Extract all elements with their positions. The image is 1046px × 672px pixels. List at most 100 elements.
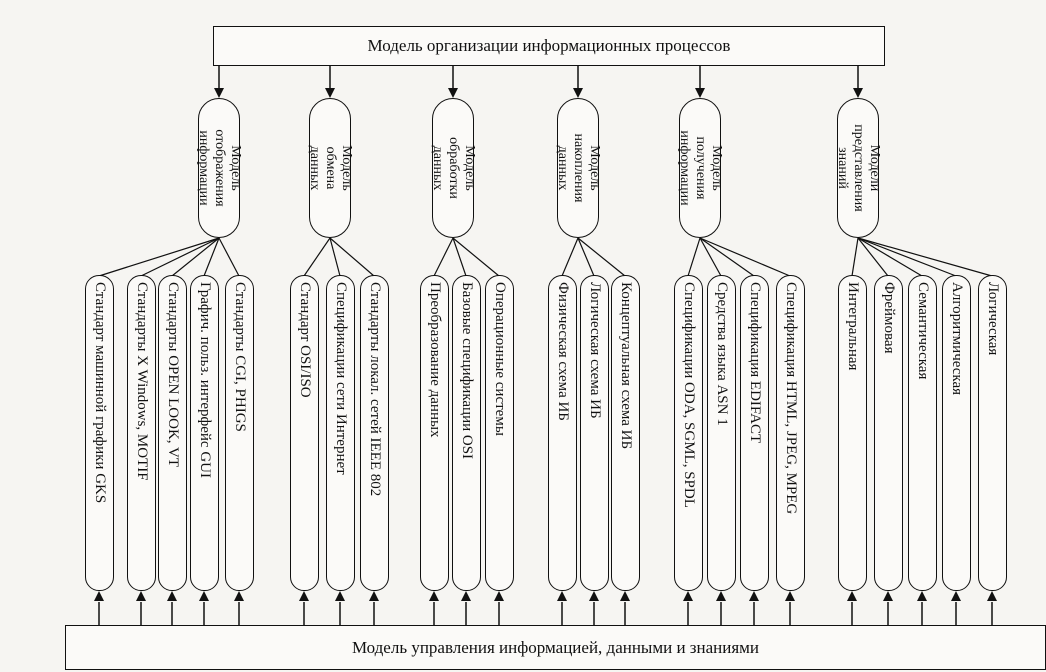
standard-item: Фреймовая — [874, 275, 903, 591]
standard-item-label: Базовые спецификации OSI — [458, 282, 475, 460]
arrowhead — [335, 591, 345, 601]
standard-item-label: Логическая схема ИБ — [586, 282, 603, 419]
arrowhead — [883, 591, 893, 601]
connector-line — [98, 237, 220, 277]
standard-item: Стандарты локал. сетей IEEE 802 — [360, 275, 389, 591]
standard-item: Операционные системы — [485, 275, 514, 591]
connector-line — [303, 237, 331, 277]
model-label-line: данных — [555, 145, 570, 191]
model-label-line: данных — [430, 145, 445, 191]
connector-line — [857, 237, 889, 277]
connector-line — [329, 237, 341, 277]
arrowhead — [369, 591, 379, 601]
standard-item-label: Стандарты локал. сетей IEEE 802 — [366, 282, 383, 497]
arrowhead — [136, 591, 146, 601]
top-model-label: Модель организации информационных процес… — [367, 36, 731, 55]
standard-item: Спецификация EDIFACT — [740, 275, 769, 591]
connector-line — [218, 237, 240, 277]
model-label-line: информации — [677, 130, 692, 206]
standard-item: Стандарты CGI, PHIGS — [225, 275, 254, 591]
model-label-line: Модель — [228, 145, 243, 191]
connector-line — [561, 237, 579, 277]
model-label-line: обмена — [323, 146, 338, 190]
arrowhead — [199, 591, 209, 601]
connector-line — [687, 237, 701, 277]
connector-line — [857, 237, 993, 277]
standard-item-label: Семантическая — [914, 282, 931, 380]
model-label-line: Модель — [339, 145, 354, 191]
arrowhead — [695, 88, 705, 98]
standard-item: Спецификации сети Интернет — [326, 275, 355, 591]
model-label-line: представления — [851, 124, 866, 212]
standard-item: Спецификация HTML, JPEG, MPEG — [776, 275, 805, 591]
arrowhead — [987, 591, 997, 601]
connector-line — [857, 237, 957, 277]
connector-line — [699, 237, 755, 277]
bottom-model-box: Модель управления информацией, данными и… — [65, 625, 1046, 670]
connector-line — [452, 237, 500, 277]
arrowhead — [557, 591, 567, 601]
model-label-line: накопления — [571, 133, 586, 203]
connector-line — [329, 237, 375, 277]
model-label-line: Модель — [587, 145, 602, 191]
bottom-model-label: Модель управления информацией, данными и… — [351, 637, 760, 657]
connector-line — [857, 237, 923, 277]
arrowhead — [494, 591, 504, 601]
arrowhead — [214, 88, 224, 98]
arrowhead — [620, 591, 630, 601]
standard-item: Концептуальная схема ИБ — [611, 275, 640, 591]
connector-line — [577, 237, 626, 277]
connector-line — [203, 237, 220, 277]
standard-item-label: Стандарт OSI/ISO — [296, 282, 313, 398]
connector-line — [577, 237, 595, 277]
standard-item-label: Фреймовая — [880, 282, 897, 354]
arrowhead — [234, 591, 244, 601]
standard-item-label: Стандарт машинной графики GKS — [91, 282, 108, 504]
arrowhead — [448, 88, 458, 98]
standard-item: Интегральная — [838, 275, 867, 591]
standard-item-label: Спецификации сети Интернет — [332, 282, 349, 475]
standard-item: Преобразование данных — [420, 275, 449, 591]
standard-item: Базовые спецификации OSI — [452, 275, 481, 591]
arrowhead — [299, 591, 309, 601]
standard-item-label: Стандарты CGI, PHIGS — [231, 282, 248, 432]
arrowhead — [785, 591, 795, 601]
connector-line — [699, 237, 722, 277]
standard-item: Логическая схема ИБ — [580, 275, 609, 591]
standard-item-label: Преобразование данных — [426, 282, 443, 438]
arrowhead — [917, 591, 927, 601]
arrowhead — [573, 88, 583, 98]
standard-item-label: Концептуальная схема ИБ — [617, 282, 634, 450]
model-label-line: Модель — [462, 145, 477, 191]
arrowhead — [847, 591, 857, 601]
standard-item-label: Операционные системы — [491, 282, 508, 436]
model-label-line: Модель — [709, 145, 724, 191]
standard-item-label: Алгоритмическая — [948, 282, 965, 396]
connector-line — [433, 237, 454, 277]
connector-line — [452, 237, 467, 277]
standard-item-label: Спецификации ODA, SGML, SPDL — [680, 282, 697, 508]
arrowhead — [716, 591, 726, 601]
model-label-line: обработки — [446, 137, 461, 199]
standard-item: Стандарты OPEN LOOK, VT — [158, 275, 187, 591]
arrowhead — [461, 591, 471, 601]
standard-item: Спецификации ODA, SGML, SPDL — [674, 275, 703, 591]
model-label-line: получения — [693, 136, 708, 200]
standard-item-label: Спецификация HTML, JPEG, MPEG — [782, 282, 799, 515]
standard-item-label: Физическая схема ИБ — [554, 282, 571, 421]
arrowhead — [749, 591, 759, 601]
standard-item: Средства языка ASN 1 — [707, 275, 736, 591]
standard-item-label: Интегральная — [844, 282, 861, 371]
standard-item: Алгоритмическая — [942, 275, 971, 591]
connector-line — [851, 237, 859, 277]
